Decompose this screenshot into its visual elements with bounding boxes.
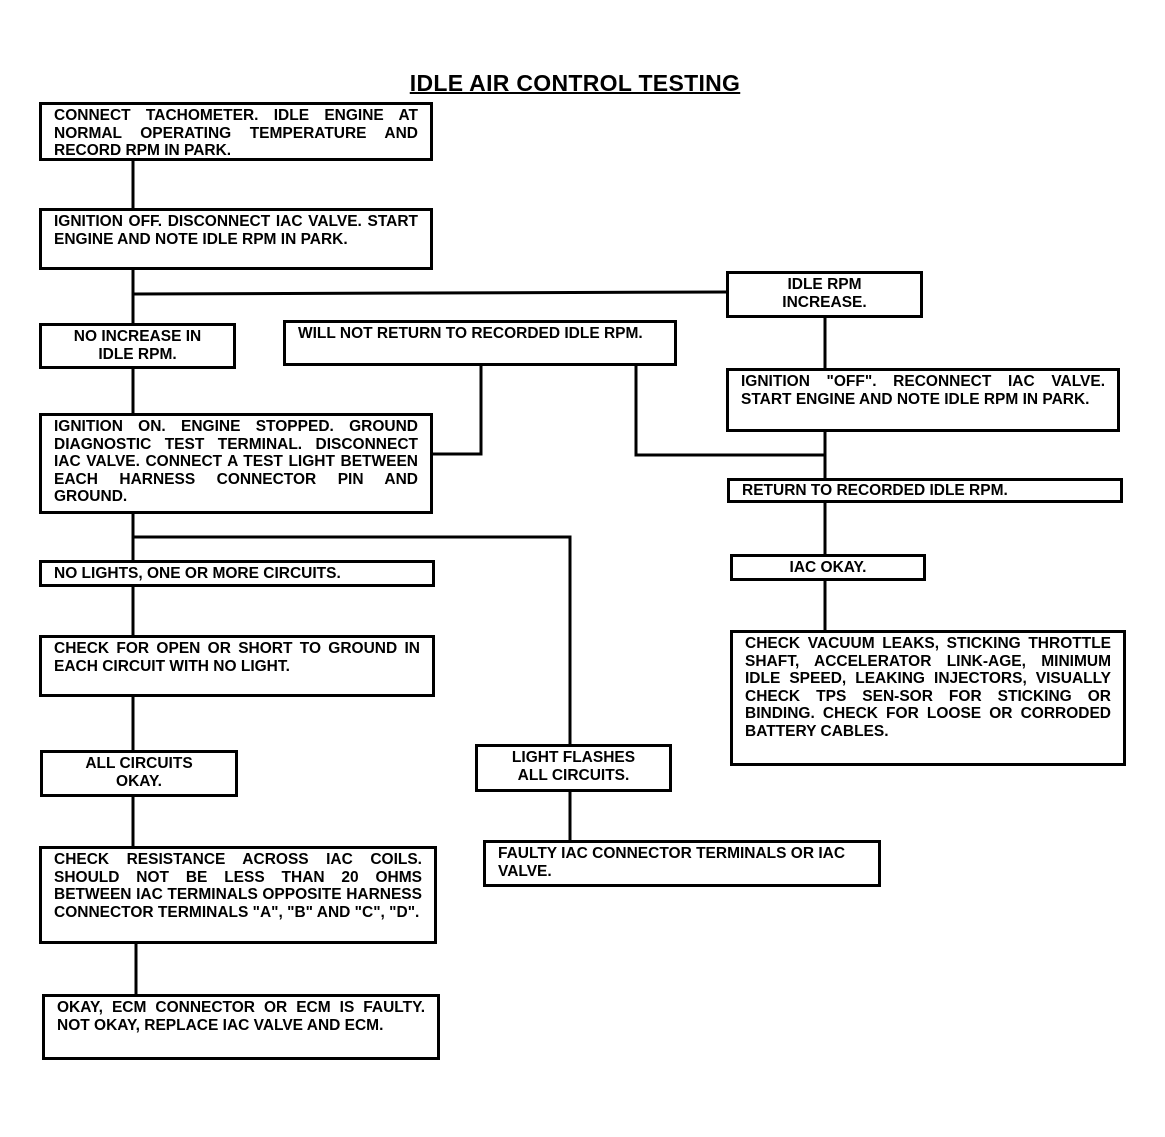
- result-all-circuits-okay: ALL CIRCUITS OKAY.: [40, 750, 238, 797]
- connector-line: [131, 290, 729, 296]
- chart-title: IDLE AIR CONTROL TESTING: [340, 70, 810, 97]
- result-no-lights-one-or-more-circuits: NO LIGHTS, ONE OR MORE CIRCUITS.: [39, 560, 435, 587]
- step-check-resistance-iac-coils: CHECK RESISTANCE ACROSS IAC COILS. SHOUL…: [39, 846, 437, 944]
- step-check-open-or-short: CHECK FOR OPEN OR SHORT TO GROUND IN EAC…: [39, 635, 435, 697]
- result-no-increase-idle-rpm: NO INCREASE IN IDLE RPM.: [39, 323, 236, 369]
- step-check-vacuum-leaks: CHECK VACUUM LEAKS, STICKING THROTTLE SH…: [730, 630, 1126, 766]
- result-will-not-return-to-recorded-idle: WILL NOT RETURN TO RECORDED IDLE RPM.: [283, 320, 677, 366]
- result-iac-okay: IAC OKAY.: [730, 554, 926, 581]
- result-ecm-connector-or-replace: OKAY, ECM CONNECTOR OR ECM IS FAULTY. NO…: [42, 994, 440, 1060]
- result-return-to-recorded-idle-rpm: RETURN TO RECORDED IDLE RPM.: [727, 478, 1123, 503]
- step-connect-tachometer: CONNECT TACHOMETER. IDLE ENGINE AT NORMA…: [39, 102, 433, 161]
- chart-title-text: IDLE AIR CONTROL TESTING: [409, 70, 741, 96]
- step-ignition-off-disconnect-iac: IGNITION OFF. DISCONNECT IAC VALVE. STAR…: [39, 208, 433, 270]
- step-ignition-off-reconnect-iac: IGNITION "OFF". RECONNECT IAC VALVE. STA…: [726, 368, 1120, 432]
- result-faulty-iac-connector: FAULTY IAC CONNECTOR TERMINALS OR IAC VA…: [483, 840, 881, 887]
- result-light-flashes-all-circuits: LIGHT FLASHES ALL CIRCUITS.: [475, 744, 672, 792]
- result-idle-rpm-increase: IDLE RPM INCREASE.: [726, 271, 923, 318]
- step-ignition-on-test-light: IGNITION ON. ENGINE STOPPED. GROUND DIAG…: [39, 413, 433, 514]
